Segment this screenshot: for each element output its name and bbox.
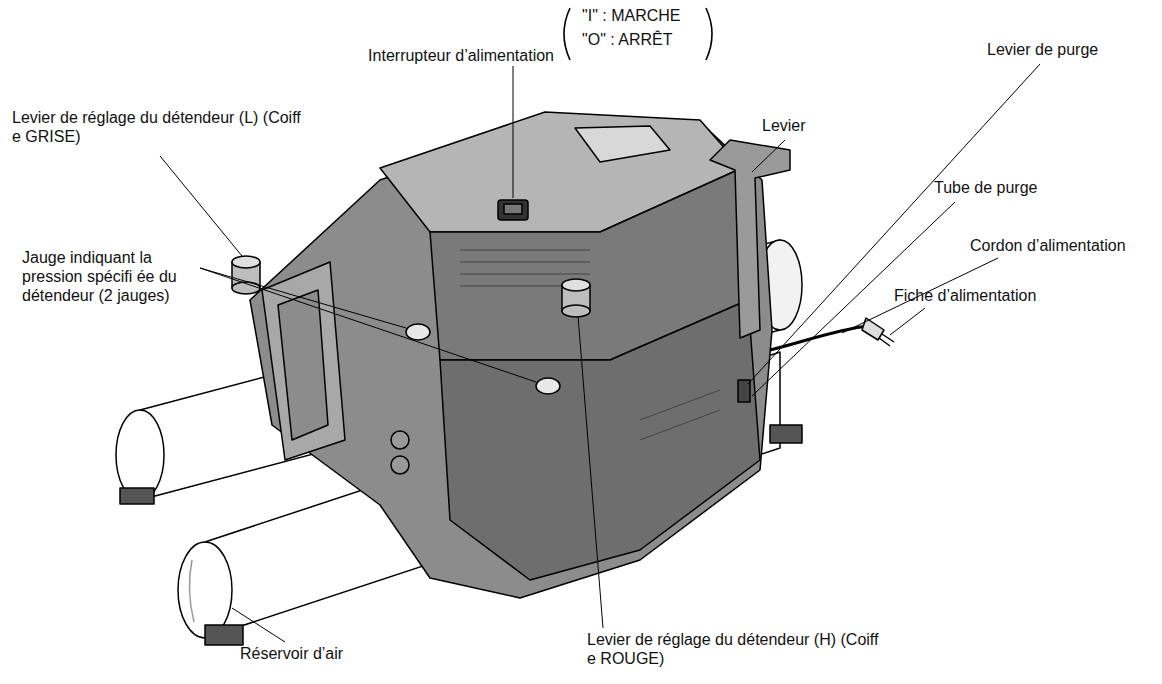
leader-line xyxy=(232,608,285,642)
part-label: Levier de purge xyxy=(985,40,1100,59)
part-label: "I" : MARCHE xyxy=(580,6,682,25)
carry-handle xyxy=(710,140,790,338)
part-label: Levier de réglage du détendeur (H) (Coif… xyxy=(585,630,889,668)
tank-shading xyxy=(189,560,194,622)
leader-lines xyxy=(160,64,1040,642)
bracket xyxy=(564,8,570,60)
leader-line xyxy=(890,308,925,335)
knob-base xyxy=(562,305,590,317)
leader-line xyxy=(160,156,242,256)
knob-cap xyxy=(232,256,260,268)
top-window xyxy=(575,126,670,162)
part-label: Levier xyxy=(760,116,808,135)
part-label: Fiche d’alimentation xyxy=(892,286,1038,305)
lower-panel xyxy=(440,300,760,580)
front-handle xyxy=(262,262,345,460)
plug-pins xyxy=(879,334,894,346)
part-label: Levier de réglage du détendeur (L) (Coif… xyxy=(10,108,314,146)
leader-line xyxy=(578,316,603,628)
air-coupler xyxy=(391,456,409,474)
knob-cap xyxy=(562,279,590,291)
leader-line xyxy=(748,64,1040,384)
tank-end xyxy=(116,410,164,500)
switch-rocker xyxy=(504,204,522,214)
leader-line xyxy=(200,268,536,382)
bracket xyxy=(706,8,712,60)
pressure-gauge xyxy=(536,378,560,394)
pressure-gauge xyxy=(406,324,430,340)
foot xyxy=(770,425,802,443)
power-switch xyxy=(498,200,528,220)
foot xyxy=(120,488,154,504)
foot xyxy=(205,625,243,645)
part-label: Cordon d’alimentation xyxy=(968,236,1128,255)
part-label: Tube de purge xyxy=(932,178,1039,197)
leader-line xyxy=(752,140,785,172)
part-label: Jauge indiquant la pression spécifi ée d… xyxy=(20,248,216,305)
tank-end xyxy=(178,542,232,638)
air-coupler xyxy=(391,431,409,449)
leader-line xyxy=(513,66,514,198)
part-label: "O" : ARRÊT xyxy=(580,30,674,49)
part-label: Interrupteur d’alimentation xyxy=(366,46,556,65)
power-cord xyxy=(770,326,868,350)
part-label: Réservoir d’air xyxy=(238,644,345,663)
panel-groove xyxy=(640,390,720,440)
